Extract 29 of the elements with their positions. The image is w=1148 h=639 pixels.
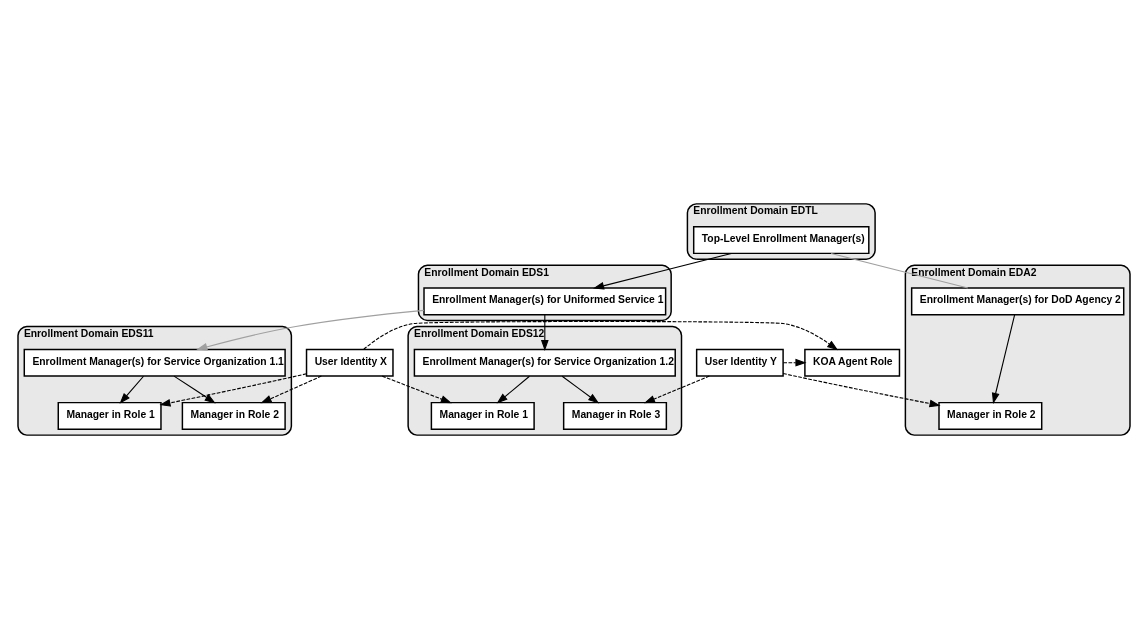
arrow <box>119 375 145 404</box>
arrow <box>173 375 216 404</box>
arrow <box>196 309 425 351</box>
node-box: Enrollment Manager(s) for Uniformed Service 1 <box>423 287 667 316</box>
arrow <box>496 375 531 404</box>
arrow <box>561 375 600 404</box>
arrow <box>540 314 549 351</box>
node-box: Manager in Role 1 <box>57 401 162 430</box>
connector <box>830 252 969 289</box>
node-box: KOA Agent Role <box>804 348 901 377</box>
arrow <box>782 372 941 408</box>
node-box: Enrollment Manager(s) for Service Organization 1.2 <box>413 348 676 377</box>
arrow <box>159 373 308 407</box>
node-box: Manager in Role 1 <box>430 401 535 430</box>
node-box: Manager in Role 2 <box>938 401 1043 430</box>
arrow <box>363 320 839 351</box>
arrow <box>592 252 732 290</box>
arrow <box>643 375 710 404</box>
node-box: User Identity X <box>305 348 394 377</box>
node-box: Enrollment Manager(s) for DoD Agency 2 <box>910 287 1125 316</box>
node-box: Manager in Role 2 <box>181 401 286 430</box>
arrow <box>782 358 807 367</box>
arrow <box>381 375 452 404</box>
node-box: Manager in Role 3 <box>562 401 668 430</box>
arrow <box>991 314 1016 404</box>
node-box: Top-Level Enrollment Manager(s) <box>692 226 870 255</box>
arrow <box>260 375 322 404</box>
node-box: User Identity Y <box>695 348 784 377</box>
node-box: Enrollment Manager(s) for Service Organization 1.1 <box>23 348 286 377</box>
